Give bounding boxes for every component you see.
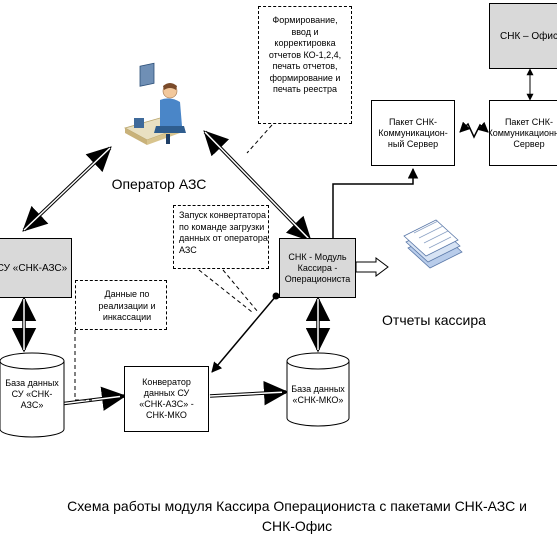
db-mko-cylinder [286,352,350,427]
connector-module-converter [211,292,280,373]
connector-operator-module [203,130,312,242]
documents-stack-icon [403,219,463,269]
sales-note: Данные по реализации и инкассации [75,280,167,330]
diagram-caption: Схема работы модуля Кассира Операционист… [67,498,527,534]
db-azs-label: База данных СУ «СНК- АЗС» [5,378,59,410]
packet-azs-box: Пакет СНК- Коммуникацион- ный Сервер [371,100,455,166]
connector-module-packet [332,167,419,238]
module-label: СНК - Модуль Кассира - Операциониста [284,251,351,284]
reports-label: Отчеты кассира [382,312,486,328]
operator-label: Оператор АЗС [111,176,207,192]
connector-packet-lightning [459,121,489,139]
packet-office-label: Пакет СНК- Коммуникационный Сервер [489,116,557,149]
su-azs-label: СУ «СНК-АЗС» [0,262,68,274]
connector-module-reports [355,257,389,277]
db-azs-cylinder [0,352,65,438]
converter-label: Конвератор данных СУ «СНК-АЗС» - СНК-МКО [139,377,194,420]
connector-converter-dbmko [209,380,289,406]
su-azs-box: СУ «СНК-АЗС» [0,238,72,298]
callout-leaders [74,124,273,401]
operator-at-computer-icon [123,62,186,145]
packet-office-box: Пакет СНК- Коммуникационный Сервер [489,100,557,166]
db-mko-label: База данных «СНК-МКО» [291,384,345,405]
snk-office-label: СНК – Офис [500,30,557,42]
forming-note: Формирование, ввод и корректировка отчет… [258,6,352,124]
converter-box: Конвератор данных СУ «СНК-АЗС» - СНК-МКО [124,366,209,432]
snk-office-box: СНК – Офис [489,3,557,69]
module-box: СНК - Модуль Кассира - Операциониста [279,238,356,298]
connector-operator-su [22,146,112,232]
packet-azs-label: Пакет СНК- Коммуникацион- ный Сервер [378,116,448,149]
launch-note: Запуск конвертатора по команде загрузки … [173,205,269,269]
